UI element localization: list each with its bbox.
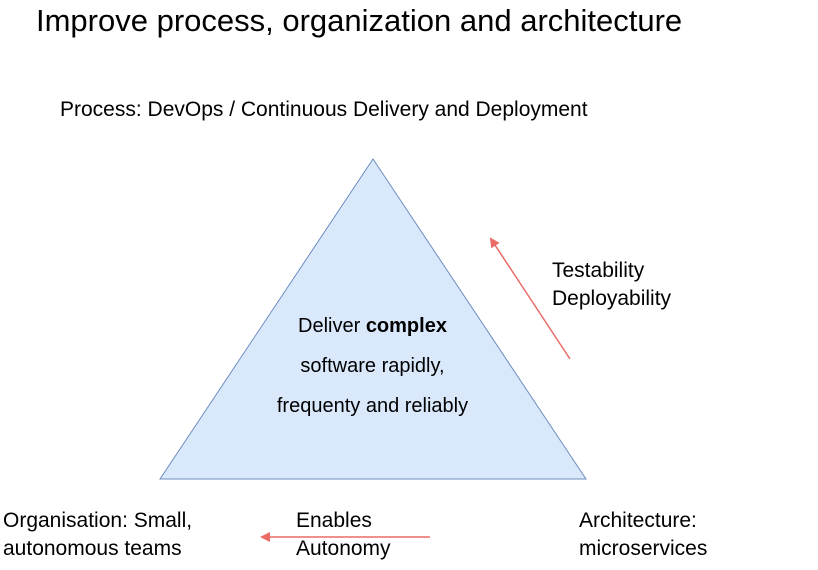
triangle-shape: [159, 158, 587, 480]
triangle-text-prefix: Deliver: [298, 315, 366, 337]
testability-line-1: Testability: [552, 259, 645, 282]
architecture-line-2: microservices: [579, 537, 708, 560]
organisation-label: Organisation: Small, autonomous teams: [3, 507, 192, 563]
triangle-center-text: Deliver complex software rapidly, freque…: [230, 306, 515, 426]
triangle-text-bold: complex: [365, 315, 447, 337]
triangle-text-line-3: frequenty and reliably: [276, 395, 469, 417]
enables-line-2: Autonomy: [296, 537, 391, 560]
organisation-line-1: Organisation: Small,: [3, 509, 193, 532]
testability-arrow: [489, 237, 571, 360]
enables-label: Enables Autonomy: [296, 507, 391, 563]
testability-line-2: Deployability: [552, 287, 672, 310]
architecture-label: Architecture: microservices: [579, 507, 707, 563]
testability-label: Testability Deployability: [552, 257, 671, 313]
triangle-text-line-2: software rapidly,: [300, 355, 445, 377]
organisation-line-2: autonomous teams: [3, 537, 182, 560]
enables-line-1: Enables: [296, 509, 372, 532]
triangle-text-line-1: Deliver complex: [230, 306, 515, 346]
slide-title: Improve process, organization and archit…: [36, 3, 683, 38]
process-label: Process: DevOps / Continuous Delivery an…: [60, 98, 588, 121]
architecture-line-1: Architecture:: [579, 509, 697, 532]
